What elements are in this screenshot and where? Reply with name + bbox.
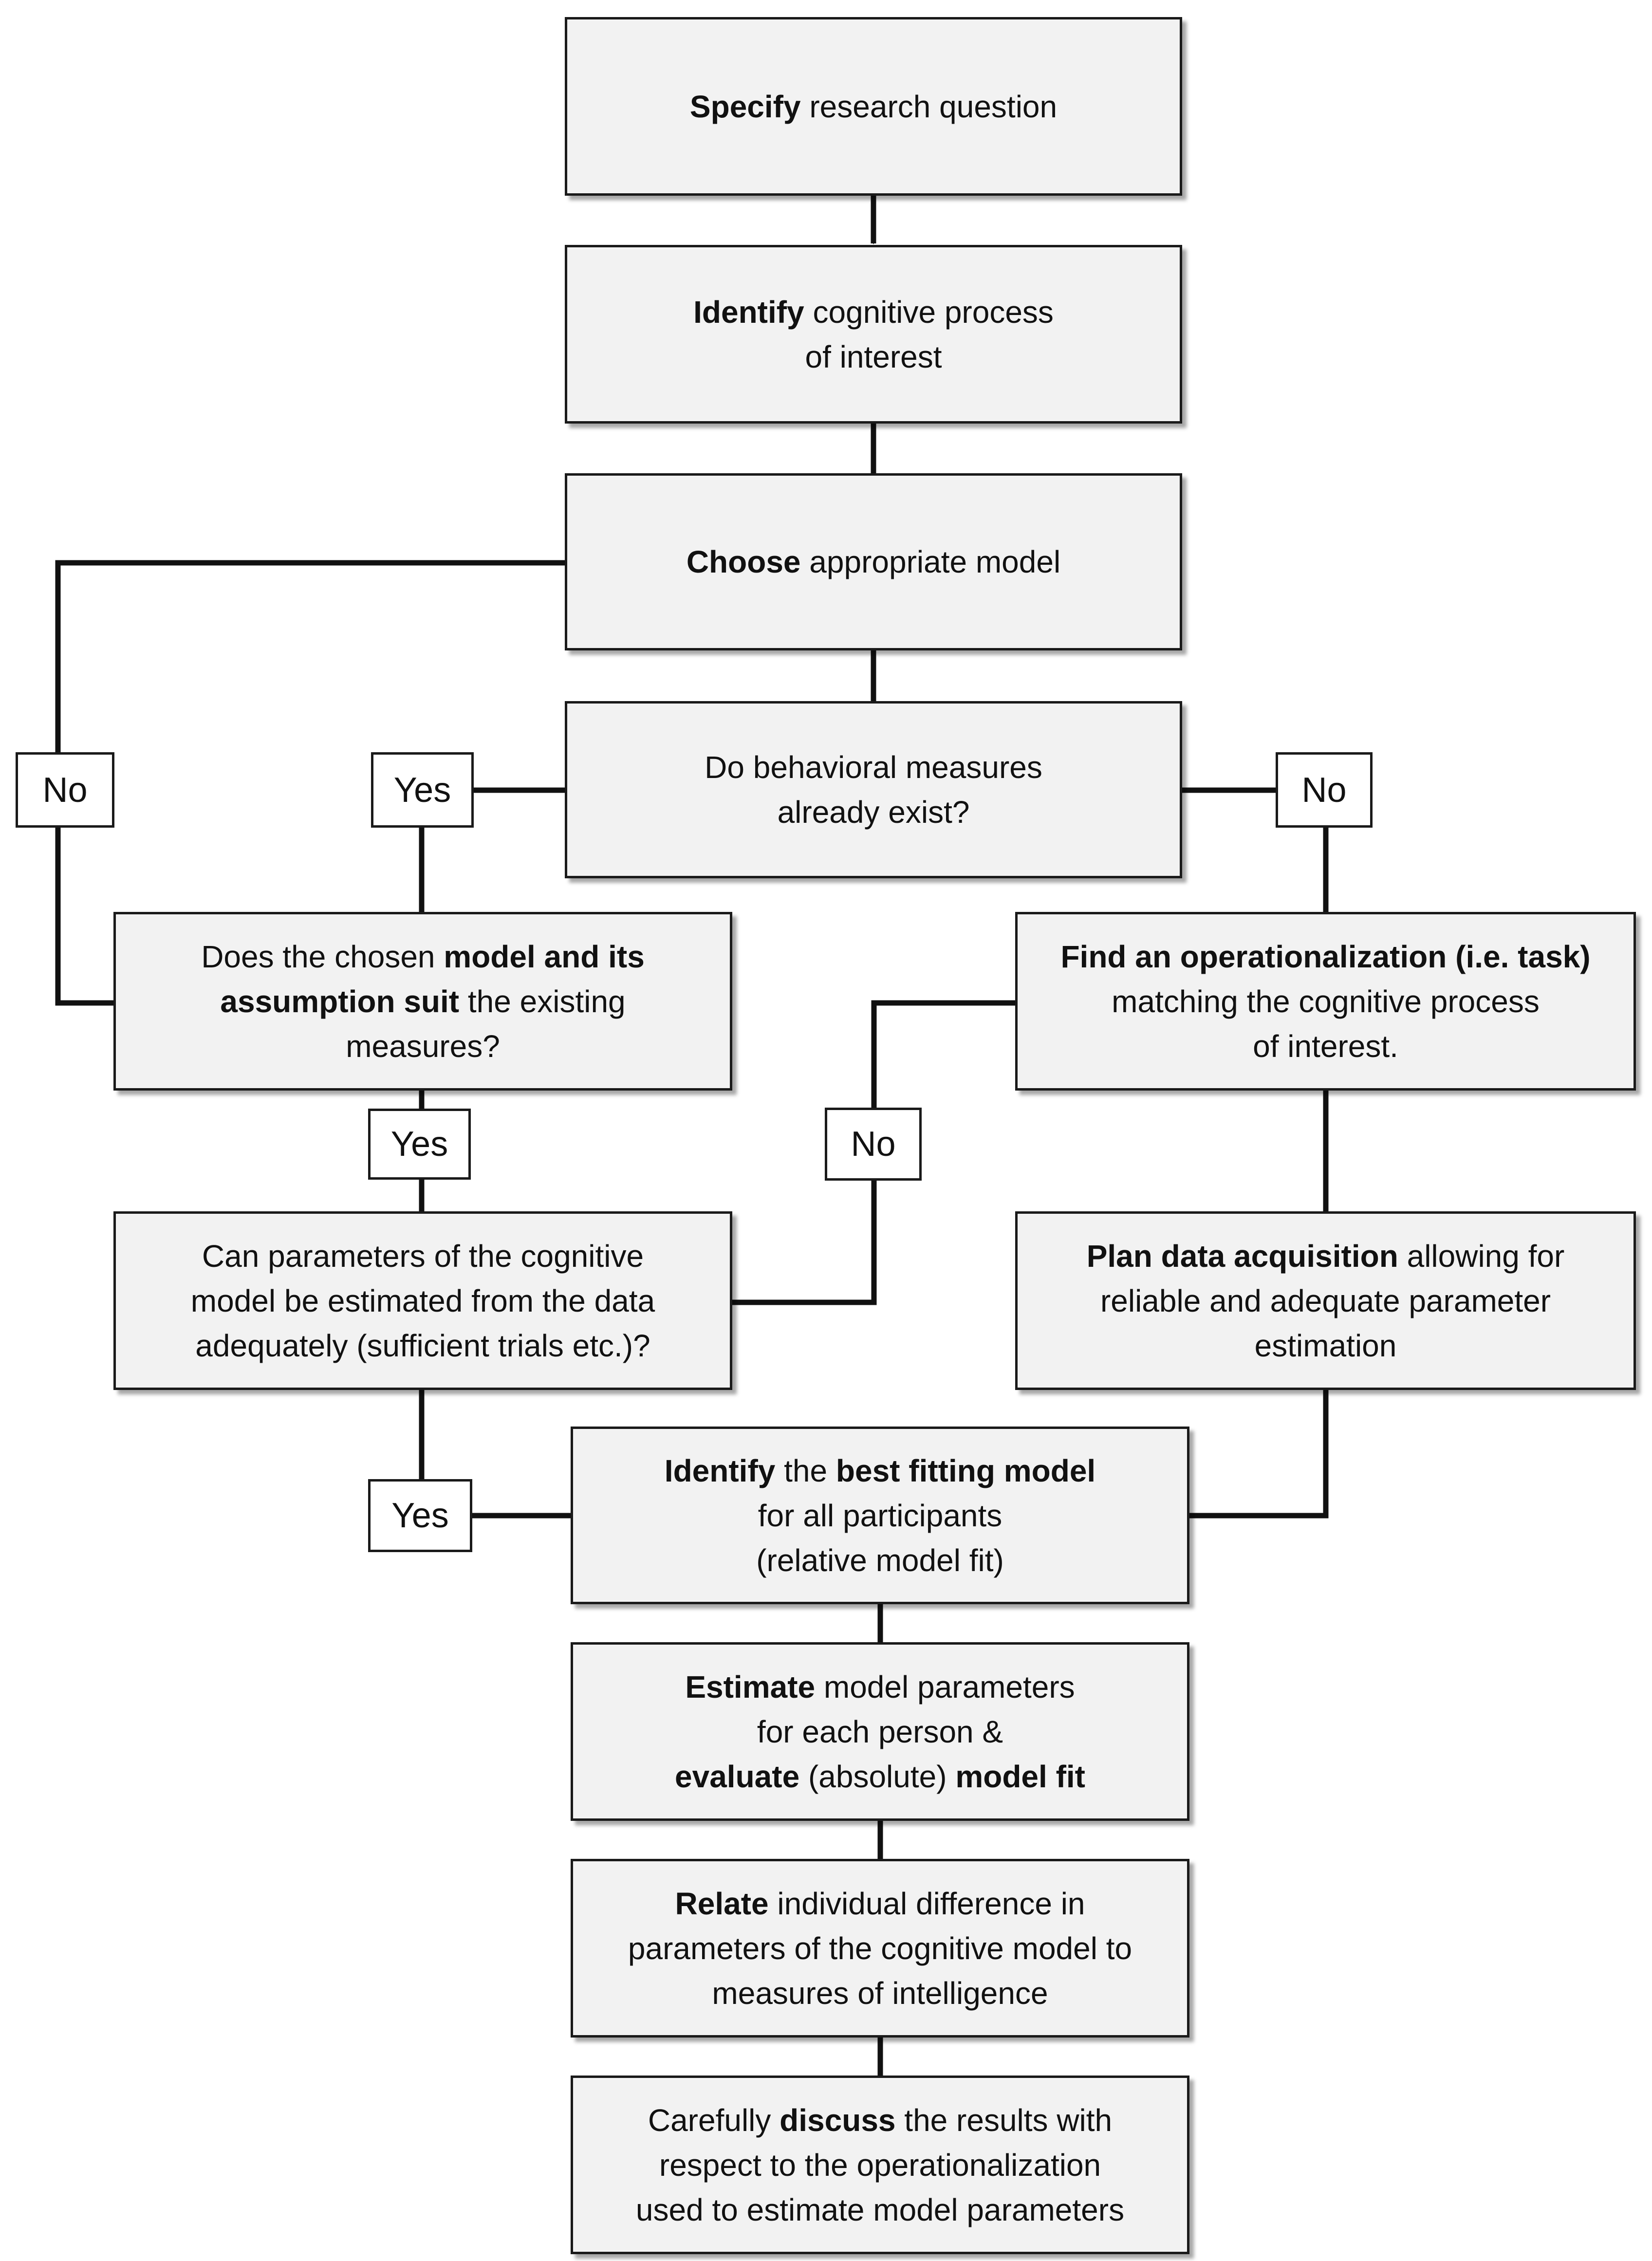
node-text-bold: discuss bbox=[780, 2102, 896, 2138]
node-discuss-results: Carefully discuss the results with respe… bbox=[571, 2076, 1189, 2254]
node-text-bold: model fit bbox=[955, 1759, 1085, 1794]
node-line: Identify cognitive process bbox=[693, 290, 1054, 334]
node-find-operationalization: Find an operationalization (i.e. task) m… bbox=[1015, 912, 1636, 1091]
node-line: used to estimate model parameters bbox=[635, 2192, 1125, 2227]
node-line: model be estimated from the data bbox=[190, 1283, 655, 1318]
node-text-bold: Identify bbox=[693, 294, 804, 330]
node-line: Specify research question bbox=[690, 84, 1057, 129]
node-text: Does the chosen bbox=[201, 939, 444, 974]
node-text: allowing for bbox=[1398, 1238, 1565, 1274]
node-line: respect to the operationalization bbox=[659, 2147, 1101, 2183]
node-behavioral-measures-exist: Do behavioral measures already exist? bbox=[565, 701, 1182, 878]
edge-label-no-left: No bbox=[16, 752, 114, 828]
node-line: for each person & bbox=[757, 1714, 1003, 1749]
node-line: Find an operationalization (i.e. task) bbox=[1060, 934, 1590, 979]
node-text-bold: assumption suit bbox=[220, 983, 460, 1019]
node-line: for all participants bbox=[758, 1498, 1002, 1533]
node-text-bold: Specify bbox=[689, 89, 801, 124]
node-parameters-estimable: Can parameters of the cognitive model be… bbox=[113, 1211, 732, 1390]
node-text-bold: Choose bbox=[686, 544, 801, 579]
arrow-no-to-find-left bbox=[871, 1000, 1016, 1108]
node-text: research question bbox=[800, 89, 1058, 124]
node-line: Do behavioral measures bbox=[705, 750, 1042, 785]
node-text-bold: Estimate bbox=[685, 1669, 816, 1705]
node-line: estimation bbox=[1254, 1328, 1397, 1363]
edge-label-no-exist: No bbox=[1276, 752, 1373, 828]
node-text: cognitive process bbox=[804, 294, 1054, 330]
line-suit-to-no-left bbox=[55, 828, 113, 1006]
node-line: measures of intelligence bbox=[712, 1975, 1048, 2011]
node-text: the existing bbox=[459, 983, 626, 1019]
node-text-bold: Identify bbox=[664, 1453, 776, 1488]
node-text: the bbox=[775, 1453, 836, 1488]
node-text: model parameters bbox=[815, 1669, 1075, 1705]
node-text: Carefully bbox=[648, 2102, 780, 2138]
node-line: Relate individual difference in bbox=[675, 1881, 1085, 1926]
node-line: matching the cognitive process bbox=[1112, 983, 1540, 1019]
node-line: adequately (sufficient trials etc.)? bbox=[195, 1328, 650, 1363]
node-text-bold: best fitting model bbox=[835, 1453, 1096, 1488]
line-estimate-q-to-no bbox=[732, 1181, 877, 1305]
node-relate-individual-differences: Relate individual difference in paramete… bbox=[571, 1859, 1189, 2038]
node-line: Plan data acquisition allowing for bbox=[1087, 1234, 1565, 1279]
node-line: Does the chosen model and its bbox=[201, 934, 645, 979]
node-line: Estimate model parameters bbox=[685, 1665, 1075, 1709]
node-line: Identify the best fitting model bbox=[665, 1448, 1095, 1493]
node-line: already exist? bbox=[777, 795, 970, 830]
node-text: the results with bbox=[895, 2102, 1113, 2138]
node-estimate-model-parameters: Estimate model parameters for each perso… bbox=[571, 1642, 1189, 1821]
arrow-no-left-to-choose bbox=[55, 560, 566, 752]
node-choose-appropriate-model: Choose appropriate model bbox=[565, 473, 1182, 650]
node-line: assumption suit the existing bbox=[220, 979, 625, 1024]
node-line: measures? bbox=[346, 1028, 500, 1064]
node-text: individual difference in bbox=[768, 1886, 1085, 1921]
node-model-assumption-suit: Does the chosen model and its assumption… bbox=[113, 912, 732, 1091]
edge-label-no-estimate: No bbox=[825, 1108, 922, 1181]
node-line: of interest bbox=[805, 339, 942, 374]
node-line: of interest. bbox=[1253, 1028, 1398, 1064]
node-text-bold: Relate bbox=[675, 1886, 769, 1921]
node-text: (absolute) bbox=[799, 1759, 956, 1794]
node-text-bold: model and its bbox=[444, 939, 645, 974]
edge-label-yes-exist: Yes bbox=[371, 752, 474, 828]
node-specify-research-question: Specify research question bbox=[565, 17, 1182, 196]
node-line: (relative model fit) bbox=[756, 1542, 1004, 1578]
node-line: Can parameters of the cognitive bbox=[202, 1238, 644, 1274]
node-line: reliable and adequate parameter bbox=[1100, 1283, 1551, 1318]
node-text-bold: Plan data acquisition bbox=[1086, 1238, 1398, 1274]
node-line: Carefully discuss the results with bbox=[648, 2098, 1112, 2143]
node-identify-best-fitting-model: Identify the best fitting model for all … bbox=[571, 1427, 1189, 1604]
node-line: evaluate (absolute) model fit bbox=[675, 1754, 1085, 1799]
node-identify-cognitive-process: Identify cognitive process of interest bbox=[565, 245, 1182, 424]
edge-label-yes-suit: Yes bbox=[368, 1109, 471, 1180]
arrow-plan-to-best bbox=[1187, 1390, 1329, 1519]
node-line: parameters of the cognitive model to bbox=[628, 1930, 1132, 1966]
node-text-bold: Find an operationalization (i.e. task) bbox=[1060, 939, 1591, 974]
node-text: appropriate model bbox=[800, 544, 1061, 579]
node-plan-data-acquisition: Plan data acquisition allowing for relia… bbox=[1015, 1211, 1636, 1390]
edge-label-yes-estimate: Yes bbox=[368, 1479, 472, 1552]
node-text-bold: evaluate bbox=[675, 1759, 800, 1794]
node-line: Choose appropriate model bbox=[687, 539, 1060, 584]
